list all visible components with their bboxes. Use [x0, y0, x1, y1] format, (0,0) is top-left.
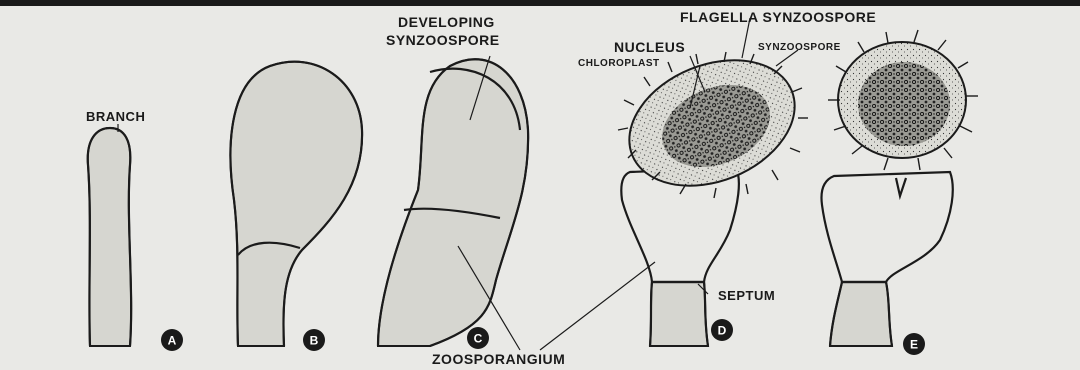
label-branch: BRANCH — [86, 109, 145, 124]
badge-d-label: D — [718, 324, 727, 338]
stage-c-developing — [378, 59, 528, 346]
stage-a-branch — [88, 128, 131, 346]
top-border — [0, 0, 1080, 6]
badge-b-label: B — [310, 334, 319, 348]
label-nucleus: NUCLEUS — [614, 39, 685, 55]
label-synzoospore: SYNZOOSPORE — [758, 42, 841, 53]
stage-d-escaping — [611, 37, 814, 346]
label-synzoospore-developing: SYNZOOSPORE — [386, 32, 500, 48]
badge-d: D — [711, 319, 733, 341]
chloroplast-mass-e — [858, 62, 950, 146]
zoosporangium-leader-d — [540, 262, 655, 350]
stage-e-released — [822, 30, 979, 346]
label-chloroplast: CHLOROPLAST — [578, 58, 660, 69]
badge-a: A — [161, 329, 183, 351]
badge-c: C — [467, 327, 489, 349]
label-developing: DEVELOPING — [398, 14, 495, 30]
badge-a-label: A — [168, 334, 177, 348]
label-septum: SEPTUM — [718, 288, 775, 303]
badge-b: B — [303, 329, 325, 351]
label-zoosporangium: ZOOSPORANGIUM — [432, 351, 565, 367]
badge-c-label: C — [474, 332, 483, 346]
badge-e-label: E — [910, 338, 918, 352]
badge-e: E — [903, 333, 925, 355]
label-flagella-synzoospore: FLAGELLA SYNZOOSPORE — [680, 9, 876, 25]
stage-b-swelling — [230, 62, 362, 346]
